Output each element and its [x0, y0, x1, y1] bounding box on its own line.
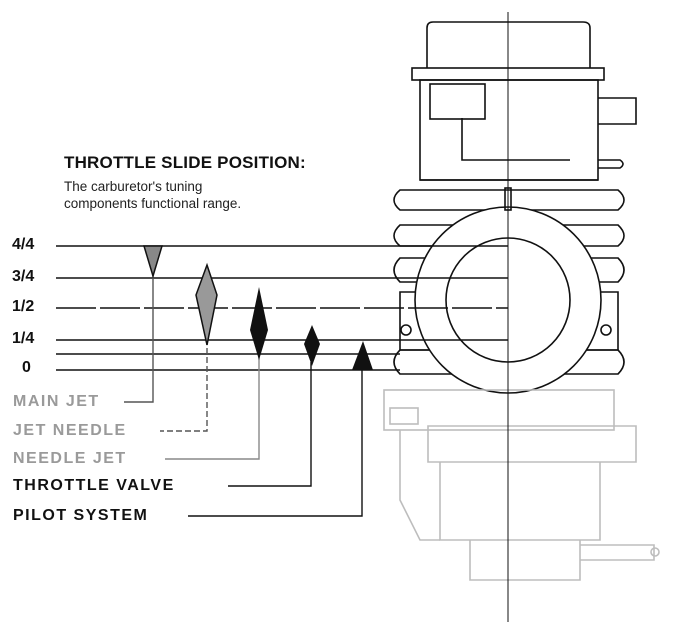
leader-lines [124, 262, 363, 517]
position-label-4-4: 4/4 [12, 236, 35, 253]
position-lines [56, 245, 508, 371]
main-jet-range-mark [142, 245, 164, 279]
pilot-system-range-mark [352, 341, 373, 370]
diagram-subtitle: The carburetor's tuning components funct… [64, 178, 241, 212]
position-label-1-4: 1/4 [12, 330, 35, 347]
component-label-throttle-valve: THROTTLE VALVE [13, 477, 175, 494]
throttle-valve-range-mark [304, 325, 320, 366]
needle-jet-range-mark [250, 287, 268, 360]
diagram-title: THROTTLE SLIDE POSITION: [64, 153, 306, 172]
component-label-jet-needle: JET NEEDLE [13, 422, 127, 439]
component-label-pilot-system: PILOT SYSTEM [13, 507, 149, 524]
position-label-3-4: 3/4 [12, 268, 35, 285]
carburetor-body [393, 21, 637, 394]
position-label-1-2: 1/2 [12, 298, 35, 315]
jet-needle-range-mark [195, 262, 218, 346]
carburetor-lower-body [383, 389, 660, 581]
component-label-needle-jet: NEEDLE JET [13, 450, 127, 467]
subtitle-line-1: The carburetor's tuning [64, 179, 203, 194]
subtitle-line-2: components functional range. [64, 196, 242, 211]
position-label-0: 0 [22, 359, 31, 376]
component-label-main-jet: MAIN JET [13, 393, 100, 410]
